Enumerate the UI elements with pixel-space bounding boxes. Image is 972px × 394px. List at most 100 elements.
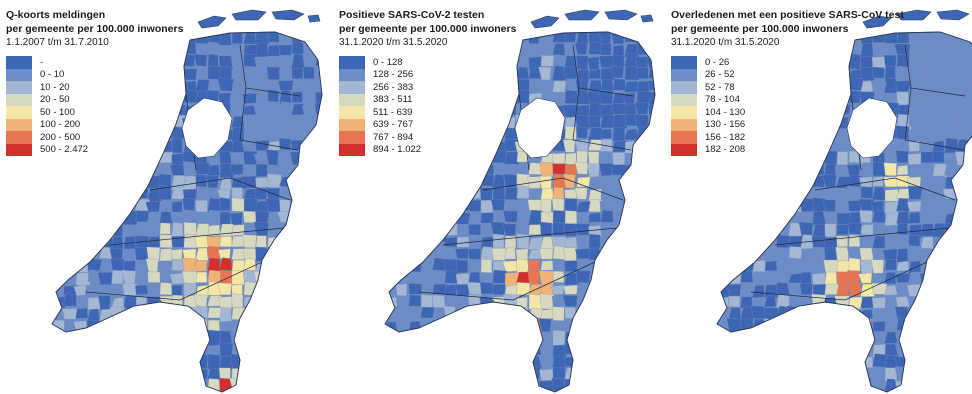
municipality-316-272: [646, 271, 655, 286]
municipality-124-344: [456, 342, 470, 355]
municipality-112-68: [776, 67, 790, 82]
municipality-52-380: [385, 380, 398, 392]
municipality-112-56: [111, 56, 126, 68]
municipality-316-164: [313, 164, 322, 178]
municipality-232-356: [563, 356, 576, 367]
municipality-208-248: [207, 246, 220, 259]
municipality-76-284: [408, 283, 422, 295]
municipality-208-164: [872, 161, 887, 177]
municipality-196-200: [527, 199, 542, 211]
municipality-316-260: [648, 258, 655, 272]
municipality-280-356: [277, 355, 292, 370]
municipality-136-368: [468, 368, 482, 383]
municipality-112-368: [109, 368, 123, 379]
municipality-292-308: [624, 307, 639, 320]
map-header: Overledenen met een positieve SARS-CoV t…: [671, 8, 904, 49]
municipality-244-296: [243, 296, 257, 307]
municipality-100-80: [432, 80, 446, 92]
municipality-268-248: [932, 248, 947, 260]
municipality-196-200: [195, 200, 208, 214]
municipality-40-332: [717, 332, 720, 343]
municipality-52-344: [385, 342, 398, 355]
municipality-256-116: [253, 114, 267, 128]
municipality-280-44: [612, 44, 625, 57]
municipality-172-248: [504, 247, 516, 260]
municipality-268-56: [598, 55, 615, 68]
municipality-232-176: [563, 173, 576, 189]
municipality-148-380: [480, 380, 493, 392]
municipality-256-80: [920, 79, 934, 91]
municipality-40-284: [717, 284, 719, 295]
municipality-304-272: [636, 271, 652, 285]
municipality-76-188: [408, 187, 420, 199]
municipality-316-212: [313, 211, 322, 224]
municipality-112-176: [776, 175, 792, 189]
municipality-280-128: [279, 128, 293, 139]
municipality-184-368: [182, 368, 199, 382]
municipality-112-392: [444, 389, 459, 392]
municipality-232-320: [563, 320, 579, 334]
municipality-256-116: [919, 116, 933, 129]
municipality-124-380: [455, 379, 470, 392]
municipality-124-260: [122, 260, 136, 272]
municipality-100-344: [432, 341, 445, 357]
municipality-100-224: [99, 221, 114, 238]
municipality-220-272: [552, 270, 565, 283]
municipality-52-368: [385, 366, 398, 381]
municipality-220-248: [217, 248, 231, 260]
municipality-88-116: [751, 116, 767, 127]
municipality-184-344: [516, 343, 530, 356]
municipality-88-200: [752, 199, 767, 211]
municipality-304-368: [303, 366, 318, 382]
municipality-124-56: [123, 54, 136, 70]
municipality-40-176: [40, 176, 51, 189]
legend-item: -: [6, 56, 88, 69]
municipality-304-380: [302, 379, 317, 392]
municipality-172-56: [834, 54, 850, 70]
municipality-256-20: [253, 32, 270, 33]
municipality-280-356: [612, 354, 626, 371]
municipality-208-176: [205, 175, 219, 189]
municipality-268-296: [265, 296, 282, 310]
municipality-112-104: [776, 104, 789, 117]
municipality-124-56: [454, 54, 469, 70]
municipality-244-68: [908, 67, 923, 81]
municipality-124-68: [456, 67, 471, 83]
municipality-232-164: [896, 164, 909, 176]
municipality-100-140: [432, 137, 447, 153]
municipality-40-296: [385, 296, 386, 309]
municipality-148-332: [812, 331, 827, 344]
municipality-148-320: [146, 318, 160, 334]
municipality-244-284: [906, 284, 922, 298]
municipality-304-356: [967, 356, 972, 369]
municipality-76-176: [408, 176, 422, 189]
municipality-220-80: [552, 80, 567, 93]
municipality-304-200: [302, 200, 318, 212]
municipality-172-212: [836, 212, 851, 225]
municipality-184-188: [182, 188, 198, 200]
municipality-184-32: [183, 32, 197, 44]
municipality-268-104: [267, 104, 280, 116]
municipality-208-308: [871, 308, 884, 322]
municipality-40-344: [385, 344, 387, 355]
municipality-292-152: [290, 151, 304, 165]
municipality-256-308: [920, 308, 935, 320]
municipality-64-260: [728, 260, 744, 271]
municipality-160-92: [491, 91, 504, 106]
municipality-100-260: [764, 260, 778, 272]
municipality-112-188: [444, 187, 458, 202]
municipality-136-116: [466, 116, 482, 127]
legend-item: 100 - 200: [6, 118, 88, 131]
municipality-112-56: [444, 55, 457, 70]
municipality-268-260: [267, 257, 281, 273]
municipality-232-32: [563, 32, 577, 43]
legend-swatch: [339, 56, 365, 69]
municipality-64-248: [396, 246, 412, 260]
municipality-112-164: [776, 162, 789, 176]
municipality-268-20: [267, 32, 282, 34]
municipality-256-344: [253, 343, 267, 356]
municipality-136-140: [800, 140, 815, 153]
municipality-100-188: [764, 186, 776, 199]
municipality-40-224: [373, 224, 385, 234]
municipality-256-164: [255, 163, 268, 177]
